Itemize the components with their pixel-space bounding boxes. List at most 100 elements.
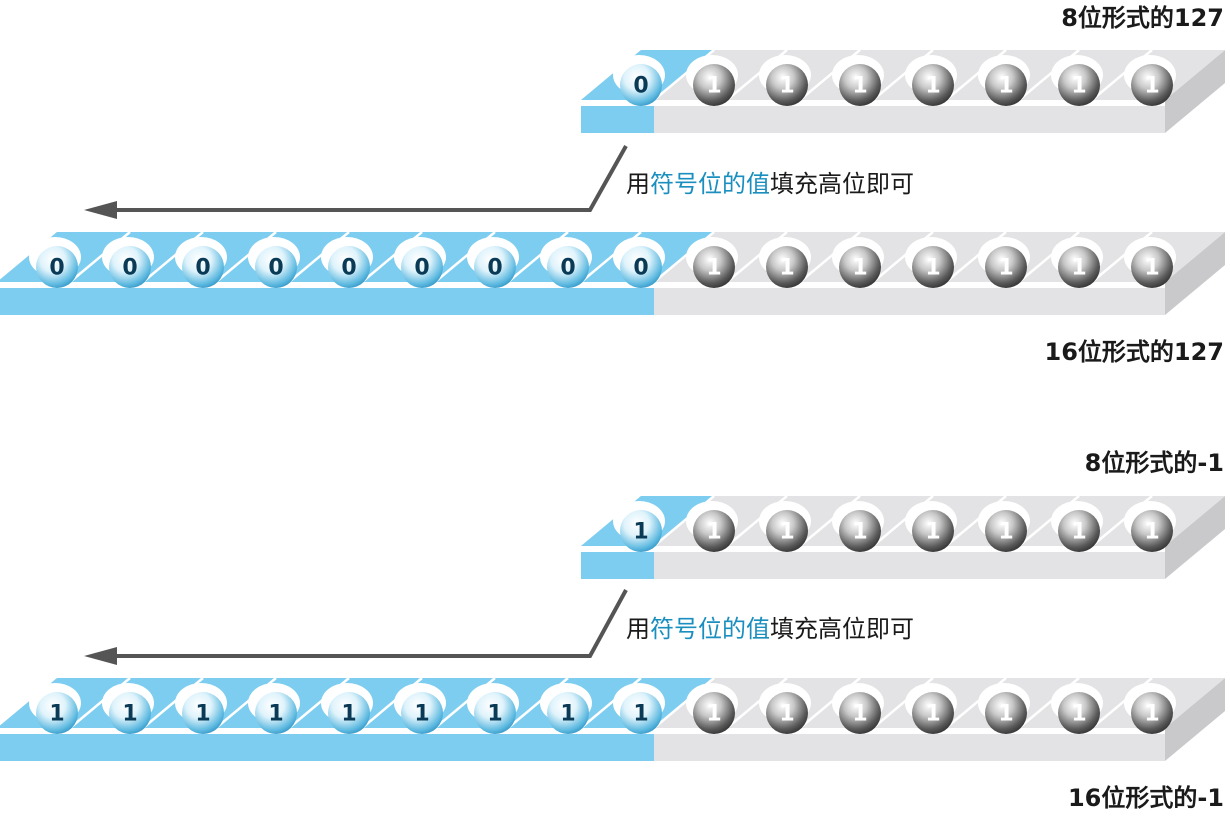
bit-value: 1 — [487, 702, 502, 727]
caption-sign-fill-2: 用符号位的值填充高位即可 — [626, 617, 914, 641]
bit-value: 1 — [1071, 702, 1086, 727]
bit-value: 1 — [1071, 256, 1086, 281]
bit-value: 0 — [49, 256, 64, 281]
bit-value: 1 — [998, 74, 1013, 99]
bit-value: 0 — [633, 74, 648, 99]
caption-highlight: 符号位的值 — [650, 170, 770, 198]
sign-region-front — [0, 288, 654, 315]
caption-sign-fill-1: 用符号位的值填充高位即可 — [626, 172, 914, 196]
label-8bit-minus1: 8位形式的-1 — [1084, 449, 1224, 477]
bit-value: 1 — [706, 702, 721, 727]
caption-suffix: 填充高位即可 — [770, 615, 914, 643]
bit-value: 1 — [414, 702, 429, 727]
arrow-head-icon — [84, 201, 117, 219]
sign-extension-arrow-2 — [84, 589, 628, 665]
bit-ball — [839, 64, 881, 106]
bit-value: 1 — [49, 702, 64, 727]
bit-value: 1 — [852, 702, 867, 727]
register-side — [1165, 496, 1225, 579]
bit-value: 1 — [268, 702, 283, 727]
bit-value: 1 — [706, 74, 721, 99]
bit-value: 1 — [852, 74, 867, 99]
arrow-head-icon — [84, 647, 117, 665]
bit-ball — [620, 692, 662, 734]
bit-value: 1 — [706, 256, 721, 281]
bit-value: 0 — [633, 256, 648, 281]
bit-ball — [474, 692, 516, 734]
bit-ball — [985, 692, 1027, 734]
bit-value: 1 — [998, 256, 1013, 281]
bit-value: 1 — [122, 702, 137, 727]
bit-ball — [547, 246, 589, 288]
bit-ball — [839, 510, 881, 552]
bit-value: 1 — [1071, 520, 1086, 545]
bit-ball — [766, 692, 808, 734]
bit-ball — [1058, 246, 1100, 288]
bit-value: 0 — [268, 256, 283, 281]
register-side — [1165, 50, 1225, 133]
bit-ball — [912, 692, 954, 734]
bit-ball — [474, 246, 516, 288]
bit-value: 1 — [633, 702, 648, 727]
bit-value: 0 — [560, 256, 575, 281]
bit-value: 1 — [779, 256, 794, 281]
bit-ball — [693, 692, 735, 734]
bit-ball — [620, 64, 662, 106]
bit-value: 0 — [414, 256, 429, 281]
bit-ball — [109, 692, 151, 734]
bit-ball — [1131, 64, 1173, 106]
sign-region-front — [581, 552, 654, 579]
bit-ball — [985, 64, 1027, 106]
caption-highlight: 符号位的值 — [650, 615, 770, 643]
bit-ball — [1131, 246, 1173, 288]
bit-value: 1 — [998, 520, 1013, 545]
bit-value: 1 — [1071, 74, 1086, 99]
bit-ball — [766, 510, 808, 552]
bit-ball — [766, 64, 808, 106]
bit-ball — [1131, 692, 1173, 734]
bit-ball — [1131, 510, 1173, 552]
bit-value: 0 — [341, 256, 356, 281]
bit-ball — [547, 692, 589, 734]
label-16bit-minus1: 16位形式的-1 — [1067, 784, 1224, 812]
bit-ball — [1058, 692, 1100, 734]
caption-suffix: 填充高位即可 — [770, 170, 914, 198]
register-front — [581, 552, 1165, 579]
bit-value: 1 — [925, 702, 940, 727]
bit-value: 1 — [706, 520, 721, 545]
bit-value: 1 — [925, 520, 940, 545]
bit-value: 1 — [852, 256, 867, 281]
sign-region-front — [581, 106, 654, 133]
bit-value: 1 — [1144, 702, 1159, 727]
bit-ball — [401, 692, 443, 734]
bit-value: 1 — [852, 520, 867, 545]
bit-ball — [766, 246, 808, 288]
bit-value: 1 — [925, 74, 940, 99]
bit-ball — [36, 692, 78, 734]
bit-ball — [620, 246, 662, 288]
bit-ball — [1058, 510, 1100, 552]
sign-region-front — [0, 734, 654, 761]
bit-value: 1 — [1144, 74, 1159, 99]
bit-ball — [985, 246, 1027, 288]
register-side — [1165, 232, 1225, 315]
register-8bit-127: 0 1 1 1 1 1 1 1 — [581, 49, 1225, 133]
bit-ball — [109, 246, 151, 288]
bit-value: 1 — [779, 702, 794, 727]
label-8bit-127: 8位形式的127 — [1061, 4, 1224, 32]
bit-ball — [182, 692, 224, 734]
bit-value: 1 — [1144, 520, 1159, 545]
bit-ball — [912, 64, 954, 106]
bit-value: 1 — [195, 702, 210, 727]
bit-ball — [328, 692, 370, 734]
bit-value: 1 — [633, 520, 648, 545]
bit-value: 1 — [779, 74, 794, 99]
bit-ball — [182, 246, 224, 288]
label-16bit-127: 16位形式的127 — [1044, 338, 1225, 366]
bit-ball — [401, 246, 443, 288]
bit-ball — [912, 246, 954, 288]
bit-value: 1 — [925, 256, 940, 281]
